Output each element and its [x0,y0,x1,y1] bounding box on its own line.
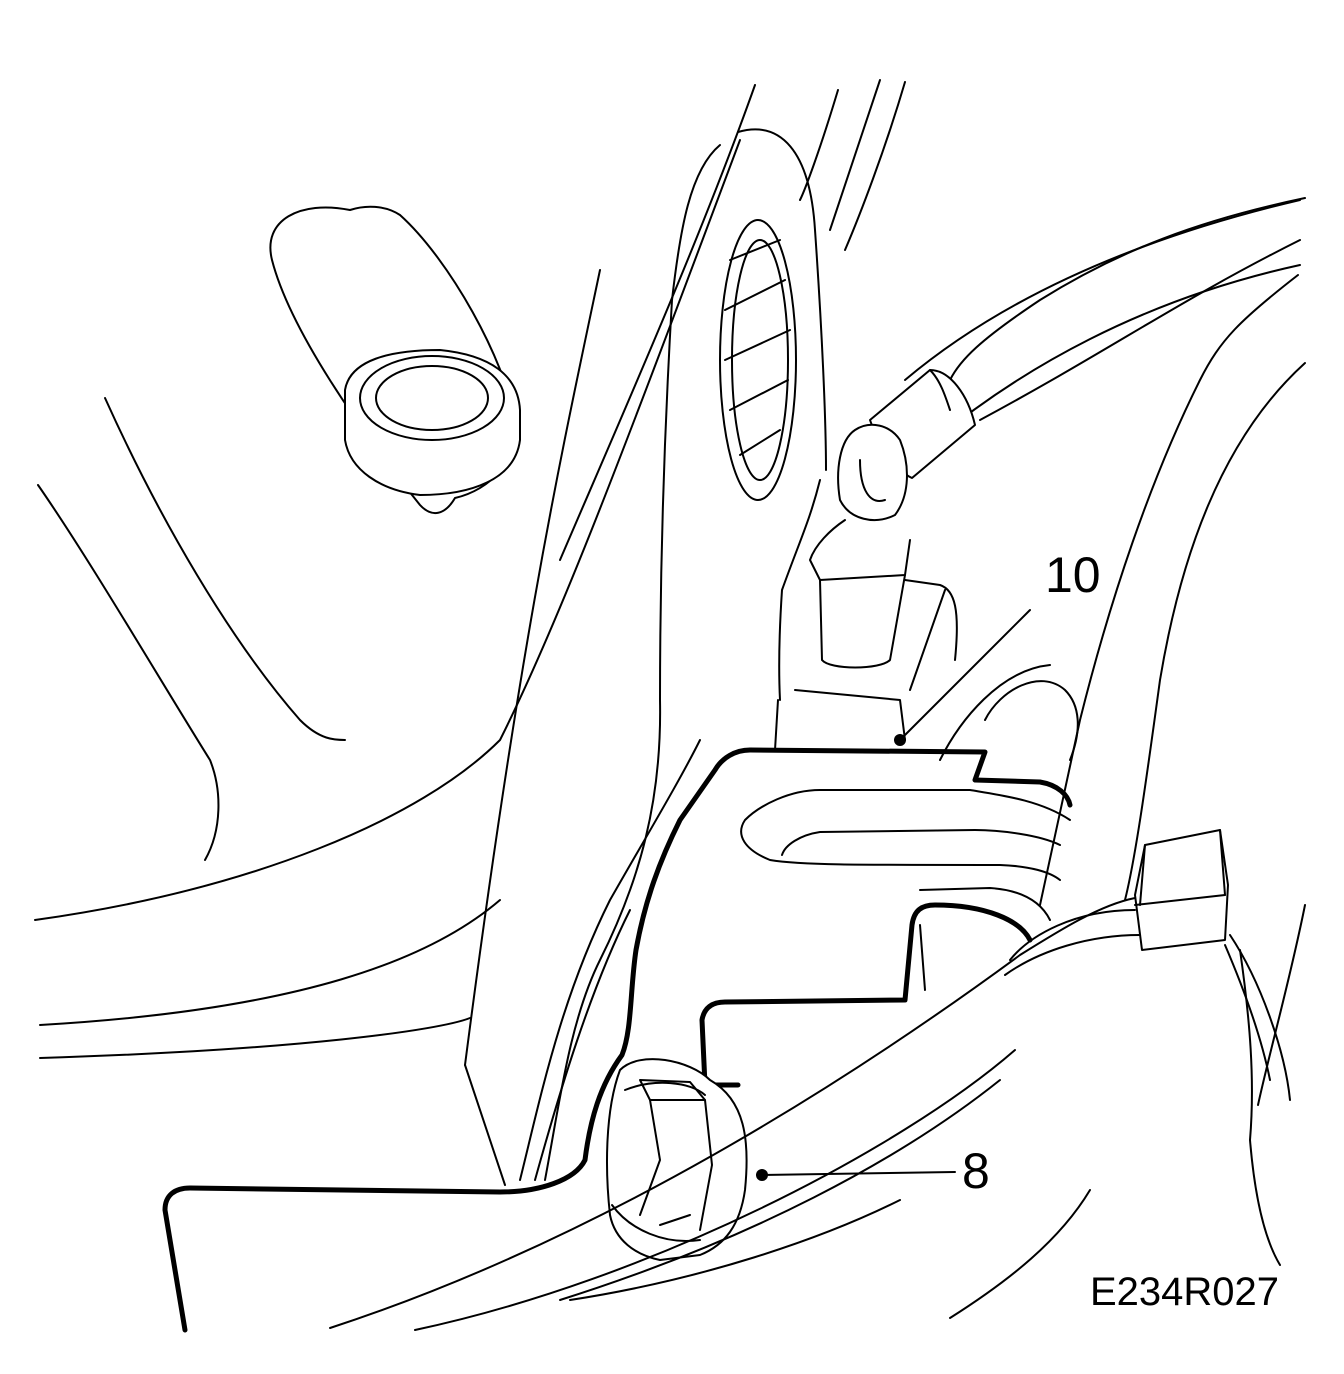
callout-10-dot [894,734,906,746]
callout-8: 8 [756,1143,990,1199]
lifting-eye [464,128,827,1186]
hex-nut [606,1058,748,1261]
callout-10-label: 10 [1045,547,1101,603]
mounting-boss [269,205,521,514]
sensor-body [939,664,1079,761]
background-contours [34,79,1306,1319]
callout-10: 10 [894,547,1101,746]
harness-and-strap [329,829,1291,1331]
sensor-cable [794,199,1301,741]
frame-lines [519,479,821,1181]
callout-8-dot [756,1169,768,1181]
bracket [162,747,1073,1333]
figure-code: E234R027 [1090,1270,1279,1314]
callout-8-label: 8 [962,1143,990,1199]
